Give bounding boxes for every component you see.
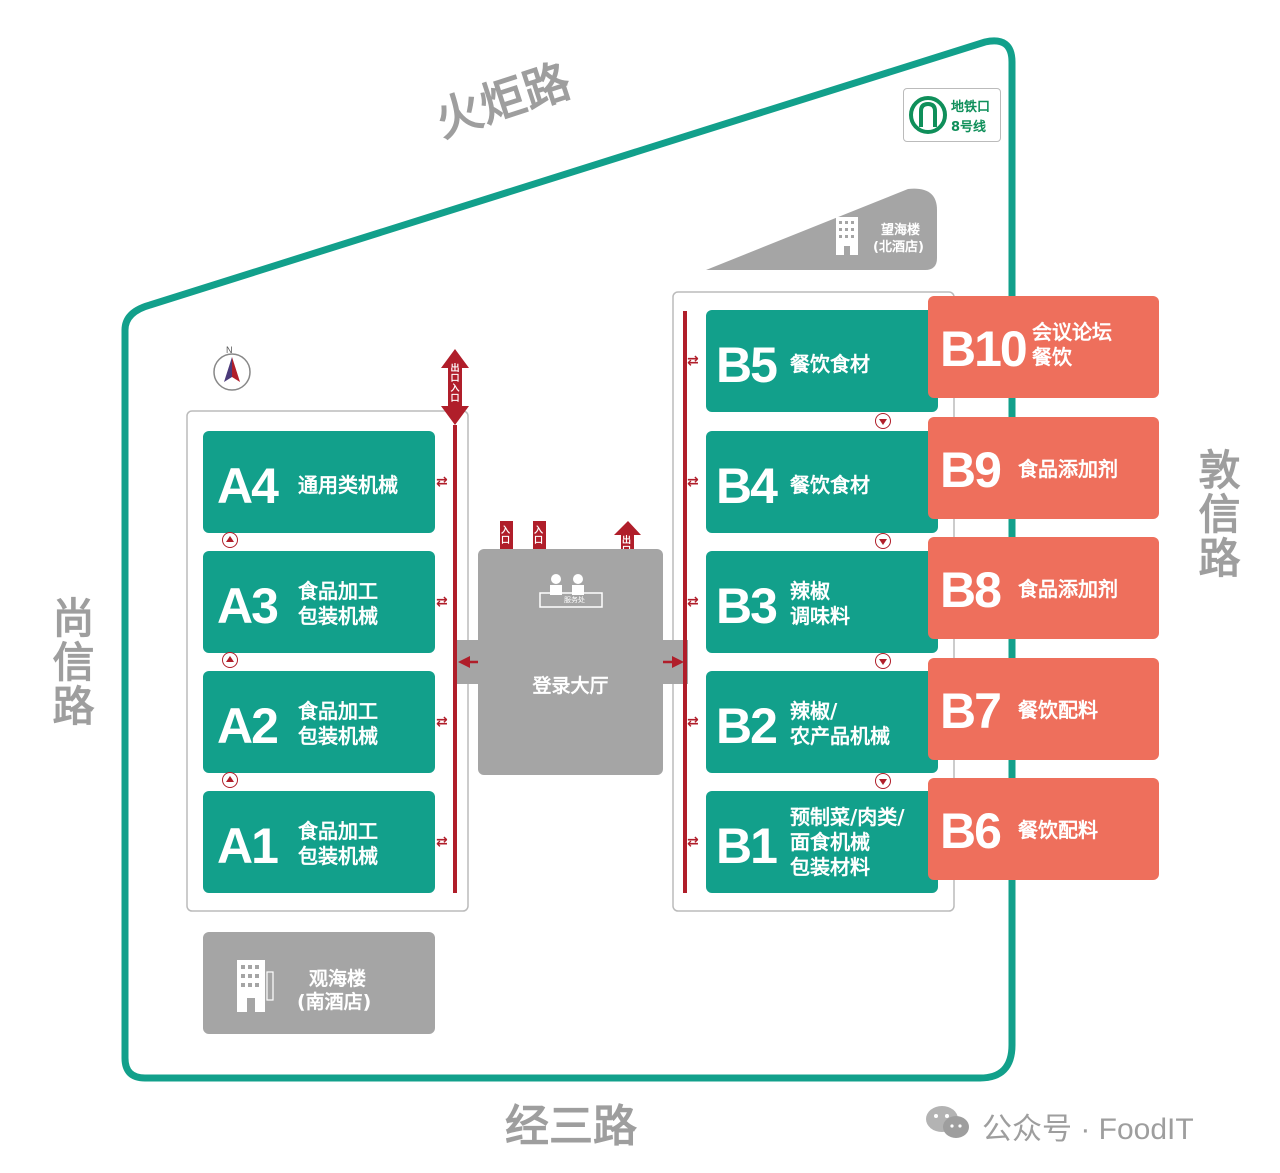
gate-entry-2-label: 入口 [534, 526, 544, 546]
road-west-text: 尚信路 [46, 596, 95, 728]
metro-label-1: 地铁口 [951, 100, 991, 115]
south-hotel-sub: (南酒店) [297, 991, 372, 1013]
hall-description: 预制菜/肉类/ 面食机械 包装材料 [790, 805, 905, 879]
two-way-arrow-icon: ⇄ [687, 353, 699, 369]
hall-b7[interactable]: B7 餐饮配料 [928, 658, 1159, 760]
registration-lobby[interactable]: 服务处 登录大厅 [478, 549, 663, 775]
hall-code: B9 [940, 442, 1002, 498]
hall-b8[interactable]: B8 食品添加剂 [928, 537, 1159, 639]
two-way-arrow-icon: ⇄ [687, 594, 699, 610]
hall-description: 辣椒/ 农产品机械 [790, 699, 890, 748]
hall-description: 会议论坛 餐饮 [1032, 320, 1112, 369]
compass-icon [213, 353, 251, 391]
hall-description: 食品添加剂 [1018, 457, 1118, 481]
hall-code: B7 [940, 683, 1002, 739]
building-icon [836, 217, 858, 255]
hall-a1[interactable]: A1 食品加工 包装机械 [203, 791, 435, 893]
lobby-label: 登录大厅 [532, 675, 609, 697]
hall-b9[interactable]: B9 食品添加剂 [928, 417, 1159, 519]
hall-b4[interactable]: B4 餐饮食材 [706, 431, 938, 533]
two-way-arrow-icon: ⇄ [687, 714, 699, 730]
service-desk-label: 服务处 [564, 596, 585, 604]
south-hotel[interactable]: 观海楼 (南酒店) [203, 932, 435, 1034]
hall-b6[interactable]: B6 餐饮配料 [928, 778, 1159, 880]
hall-code: A4 [217, 458, 279, 514]
hall-description: 餐饮食材 [790, 473, 870, 497]
direction-up-icon [222, 772, 238, 788]
direction-up-icon [222, 532, 238, 548]
hall-description: 食品加工 包装机械 [298, 819, 378, 868]
direction-down-icon [875, 773, 891, 789]
hall-a4[interactable]: A4 通用类机械 [203, 431, 435, 533]
hall-description: 辣椒 调味料 [790, 579, 850, 628]
hall-b5[interactable]: B5 餐饮食材 [706, 310, 938, 412]
metro-label-2: 8号线 [951, 120, 987, 135]
hall-a2[interactable]: A2 食品加工 包装机械 [203, 671, 435, 773]
direction-down-icon [875, 533, 891, 549]
service-desk-icon [539, 574, 603, 608]
direction-down-icon [875, 413, 891, 429]
gate-exit-entry-label: 出口 入口 [449, 364, 461, 404]
hall-code: B3 [716, 578, 778, 634]
building-icon [237, 960, 274, 1012]
hall-description: 食品加工 包装机械 [298, 579, 378, 628]
hall-code: B4 [716, 458, 778, 514]
hall-description: 食品添加剂 [1018, 577, 1118, 601]
two-way-arrow-icon: ⇄ [436, 594, 448, 610]
hall-code: B2 [716, 698, 778, 754]
hall-code: B8 [940, 562, 1002, 618]
hall-description: 餐饮食材 [790, 352, 870, 376]
north-hotel: 望海楼 (北酒店) [833, 213, 943, 263]
metro-icon [909, 96, 947, 134]
hall-code: A2 [217, 698, 279, 754]
hall-code: B5 [716, 337, 778, 393]
watermark-text: 公众号 · FoodIT [982, 1113, 1194, 1146]
hall-description: 餐饮配料 [1018, 698, 1098, 722]
south-hotel-name: 观海楼 [309, 968, 367, 990]
road-south: 经三路 [505, 1101, 637, 1152]
compass: N [210, 345, 254, 391]
north-hotel-sub: (北酒店) [873, 240, 924, 255]
wechat-icon [926, 1106, 969, 1138]
two-way-arrow-icon: ⇄ [687, 474, 699, 490]
two-way-arrow-icon: ⇄ [436, 834, 448, 850]
hall-code: A1 [217, 818, 279, 874]
hall-code: B6 [940, 803, 1002, 859]
two-way-arrow-icon: ⇄ [436, 714, 448, 730]
hall-a3[interactable]: A3 食品加工 包装机械 [203, 551, 435, 653]
north-hotel-name: 望海楼 [881, 223, 921, 238]
road-east-text: 敦信路 [1192, 448, 1241, 580]
gate-entry-text: 入口 [450, 384, 460, 404]
hall-description: 餐饮配料 [1018, 818, 1098, 842]
road-east: 敦信路 [1192, 448, 1241, 580]
gate-entry-1-label: 入口 [501, 526, 511, 546]
hall-code: A3 [217, 578, 279, 634]
hall-code: B1 [716, 818, 778, 874]
hall-description: 食品加工 包装机械 [298, 699, 378, 748]
two-way-arrow-icon: ⇄ [687, 834, 699, 850]
hall-description: 通用类机械 [298, 473, 398, 497]
gate-exit-text: 出口 [450, 364, 460, 384]
direction-down-icon [875, 653, 891, 669]
two-way-arrow-icon: ⇄ [436, 474, 448, 490]
direction-up-icon [222, 652, 238, 668]
metro-entrance: 地铁口 8号线 [903, 88, 1001, 142]
compass-label: N [226, 345, 233, 355]
hall-code: B10 [940, 321, 1028, 377]
road-west: 尚信路 [46, 596, 95, 728]
